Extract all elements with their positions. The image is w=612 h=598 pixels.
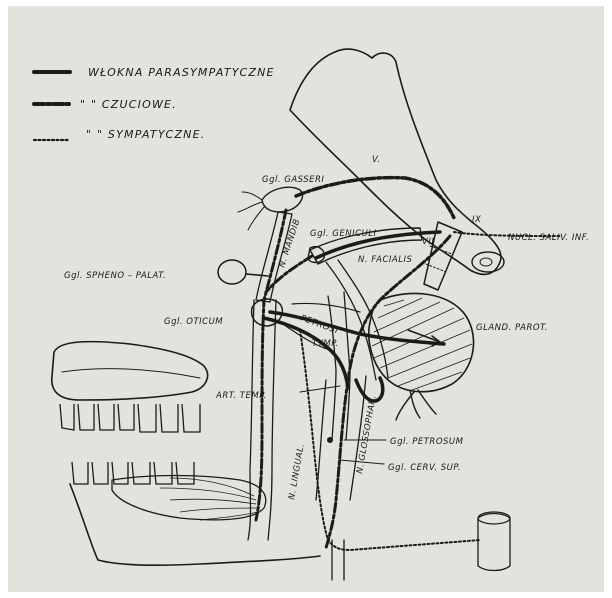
label-oticum: Ggl. OTICUM — [164, 317, 223, 327]
brainstem-outline — [290, 49, 501, 274]
label-geniculi: Ggl. GENICULI — [310, 229, 376, 239]
glossopharyngeal-nerve — [326, 236, 450, 548]
legend: WŁOKNA PARASYMPATYCZNE " " CZUCIOWE. " "… — [34, 66, 275, 141]
mandible — [70, 484, 320, 565]
label-petrosum: Ggl. PETROSUM — [390, 437, 464, 447]
tongue-midline — [62, 369, 200, 378]
lower-tongue — [112, 476, 266, 520]
label-spheno: Ggl. SPHENO – PALAT. — [64, 271, 166, 281]
label-arttemp: ART. TEMP. — [215, 391, 267, 401]
label-vii: VII — [422, 237, 434, 247]
tongue — [52, 342, 208, 400]
spinal-cord-core — [480, 258, 492, 266]
upper-teeth — [60, 404, 200, 432]
lingual-outline-right — [268, 300, 276, 540]
label-tymp: TYMP. — [312, 339, 339, 349]
legend-sympathetic-label: " " SYMPATYCZNE. — [86, 128, 205, 141]
sphenopalatine-ganglion — [218, 260, 246, 284]
label-mandib: N. MANDIB — [277, 218, 302, 269]
temporal-artery-a — [328, 296, 336, 440]
sphenopalatine-connector — [246, 274, 268, 276]
label-gasseri: Ggl. GASSERI — [262, 175, 324, 185]
petrosal-ganglion-dot — [327, 437, 333, 443]
label-lingual: N. LINGUAL. — [287, 443, 307, 501]
gasseri-ganglion — [262, 187, 302, 212]
lingual-fibers — [160, 478, 258, 520]
label-parot: GLAND. PAROT. — [476, 323, 548, 333]
label-cerv: Ggl. CERV. SUP. — [388, 463, 461, 473]
label-v: V. — [372, 155, 381, 165]
parotid-hatching — [372, 298, 472, 390]
label-ix: IX — [472, 215, 481, 225]
label-nucl: NUCL. SALIV. INF. — [508, 233, 589, 243]
trigeminal-branches — [238, 192, 265, 230]
parotid-duct-branches — [396, 390, 436, 420]
legend-parasympathetic-label: WŁOKNA PARASYMPATYCZNE — [88, 66, 275, 79]
lingual-outline-left — [248, 300, 254, 540]
art-temp-pointer — [300, 386, 340, 392]
label-facialis: N. FACIALIS — [358, 255, 412, 265]
lower-teeth — [72, 462, 194, 484]
legend-sensory-label: " " CZUCIOWE. — [80, 98, 177, 111]
